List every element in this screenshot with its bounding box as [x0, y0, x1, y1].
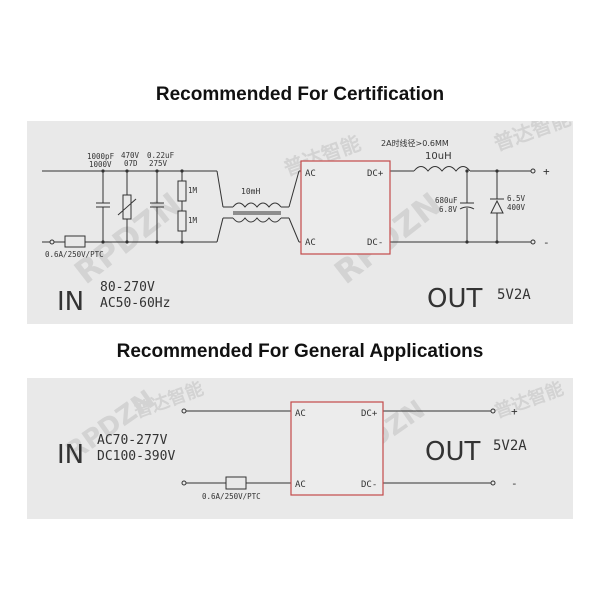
output-plus: + — [543, 165, 550, 178]
output-cap-label: 680uF — [435, 196, 458, 205]
in-spec-line2: DC100-390V — [97, 449, 175, 464]
fuse-label: 0.6A/250V/PTC — [45, 250, 104, 259]
resistor2-label: 1M — [188, 216, 198, 225]
pin-ac-top: AC — [295, 409, 306, 419]
out-spec: 5V2A — [497, 287, 531, 303]
in-spec-line2: AC50-60Hz — [100, 296, 170, 311]
certification-circuit-diagram: RPDZN 普达智能 RPDZN 普达智能 — [42, 106, 574, 317]
pin-dc-minus: DC- — [367, 238, 383, 248]
general-circuit-panel: RPDZN 普达智能 RPDZN 普达智能 AC AC DC+ DC- 0.6A… — [27, 377, 573, 519]
general-circuit-diagram: RPDZN 普达智能 RPDZN 普达智能 AC AC DC+ DC- 0.6A… — [57, 377, 566, 501]
certification-circuit-panel: RPDZN 普达智能 RPDZN 普达智能 — [27, 106, 574, 324]
pin-dc-plus: DC+ — [361, 409, 378, 419]
varistor-label: 470V — [121, 151, 140, 160]
general-title: Recommended For General Applications — [116, 341, 484, 362]
tvs-voltage: 400V — [507, 203, 526, 212]
out-label: OUT — [425, 437, 480, 467]
pin-dc-minus: DC- — [361, 480, 377, 490]
pin-ac-bottom: AC — [305, 238, 316, 248]
in-spec-line1: AC70-277V — [97, 433, 168, 448]
in-spec-line1: 80-270V — [100, 280, 155, 295]
cap1-voltage: 1000V — [89, 160, 112, 169]
cap2-label: 0.22uF — [147, 151, 175, 160]
output-minus: - — [511, 477, 518, 490]
choke-label: 10mH — [241, 187, 260, 196]
pin-ac-bottom: AC — [295, 480, 306, 490]
cap1-label: 1000pF — [87, 152, 115, 161]
out-label: OUT — [427, 284, 482, 314]
certification-title: Recommended For Certification — [155, 84, 445, 105]
in-label: IN — [57, 440, 84, 470]
output-plus: + — [511, 405, 518, 418]
wire-note: 2A时线径>0.6MM — [381, 138, 449, 148]
resistor1-label: 1M — [188, 186, 198, 195]
fuse-label: 0.6A/250V/PTC — [202, 492, 261, 501]
in-label: IN — [57, 287, 84, 317]
power-module — [290, 401, 384, 496]
out-spec: 5V2A — [493, 438, 527, 454]
tvs-label: 6.5V — [507, 194, 526, 203]
varistor-code: 07D — [124, 159, 138, 168]
output-minus: - — [543, 236, 550, 249]
pin-dc-plus: DC+ — [367, 169, 384, 179]
svg-text:普达智能: 普达智能 — [491, 378, 566, 423]
svg-text:普达智能: 普达智能 — [491, 121, 573, 156]
pin-ac-top: AC — [305, 169, 316, 179]
cap2-voltage: 275V — [149, 159, 168, 168]
power-module — [300, 160, 391, 255]
output-inductor-label: 10uH — [425, 151, 452, 162]
output-cap-voltage: 6.8V — [439, 205, 458, 214]
